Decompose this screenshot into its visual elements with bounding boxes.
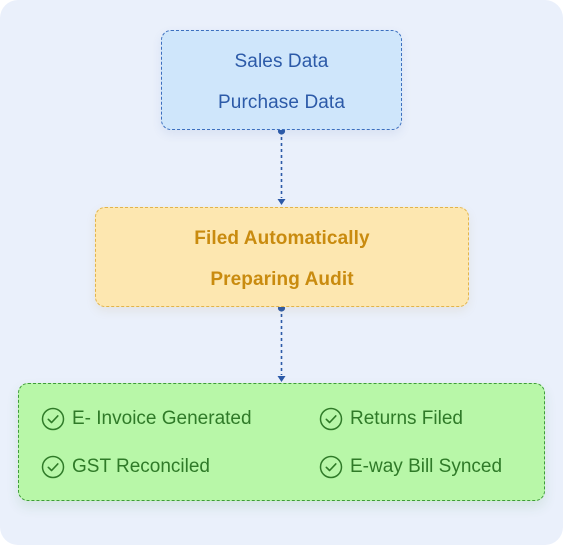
output-results-node: E- Invoice Generated Returns Filed GST R… xyxy=(18,383,545,501)
check-circle-icon xyxy=(41,455,65,479)
result-label: E- Invoice Generated xyxy=(72,408,252,429)
result-item-e-invoice: E- Invoice Generated xyxy=(41,406,252,432)
check-circle-icon xyxy=(319,455,343,479)
check-circle-icon xyxy=(319,407,343,431)
connector-process-to-output xyxy=(277,304,286,382)
input-node-line-sales: Sales Data xyxy=(234,51,329,72)
result-item-returns-filed: Returns Filed xyxy=(319,406,463,432)
process-node-line-filed: Filed Automatically xyxy=(194,228,370,249)
result-label: E-way Bill Synced xyxy=(350,456,503,477)
process-node-line-audit: Preparing Audit xyxy=(210,269,354,290)
input-data-node: Sales Data Purchase Data xyxy=(161,30,402,130)
result-label: Returns Filed xyxy=(350,408,463,429)
result-label: GST Reconciled xyxy=(72,456,210,477)
input-node-line-purchase: Purchase Data xyxy=(218,92,345,113)
result-item-gst-reconciled: GST Reconciled xyxy=(41,454,210,480)
check-circle-icon xyxy=(41,407,65,431)
result-item-eway-bill: E-way Bill Synced xyxy=(319,454,502,480)
process-node: Filed Automatically Preparing Audit xyxy=(95,207,469,307)
connector-input-to-process xyxy=(277,127,286,205)
